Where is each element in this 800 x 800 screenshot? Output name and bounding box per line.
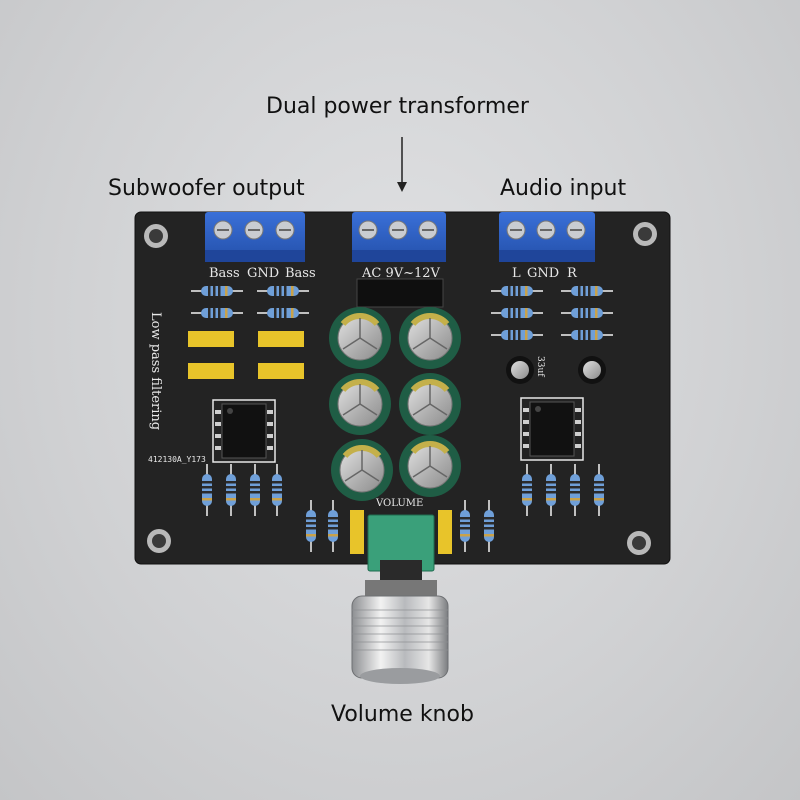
resistor [522, 464, 532, 516]
resistor [561, 286, 613, 296]
small-capacitors [506, 356, 606, 384]
volume-potentiometer [367, 514, 435, 584]
silk-gnd-left: GND [247, 266, 279, 281]
resistor [226, 464, 236, 516]
resistor [460, 500, 470, 552]
silk-bass-right: Bass [285, 266, 316, 281]
capacitor [329, 307, 391, 369]
resistor [257, 286, 309, 296]
capacitor [399, 435, 461, 497]
silk-ac-label: AC 9V~12V [361, 266, 441, 281]
resistor [561, 308, 613, 318]
silk-board-id: 412130A_Y173 [148, 455, 206, 464]
silk-low-pass: Low pass filtering [148, 312, 163, 430]
silk-gnd-right: GND [527, 266, 559, 281]
volume-knob [351, 580, 449, 684]
resistor [546, 464, 556, 516]
resistor [250, 464, 260, 516]
label-audio-input: Audio input [500, 176, 627, 201]
resistor [191, 308, 243, 318]
resistor [257, 308, 309, 318]
terminal-ac-power [352, 212, 446, 262]
silk-r: R [567, 266, 578, 281]
resistor [484, 500, 494, 552]
mounting-holes [144, 222, 657, 555]
terminal-audio-input [499, 212, 595, 262]
silk-cap-value: 33uf [535, 356, 545, 377]
capacitor [331, 439, 393, 501]
resistor [306, 500, 316, 552]
resistor [491, 286, 543, 296]
opamp-left [212, 399, 276, 463]
opamp-right [520, 397, 584, 461]
transformer-arrow [397, 137, 407, 192]
resistor [328, 500, 338, 552]
silk-l: L [512, 266, 521, 281]
pcb-board [134, 211, 671, 565]
resistor [202, 464, 212, 516]
capacitor [399, 307, 461, 369]
capacitor [329, 373, 391, 435]
resistor [570, 464, 580, 516]
electrolytic-capacitors [329, 307, 461, 501]
terminal-subwoofer [205, 212, 305, 262]
label-volume-knob: Volume knob [331, 702, 474, 727]
capacitor [399, 373, 461, 435]
label-transformer: Dual power transformer [266, 94, 529, 119]
resistors-horizontal [191, 286, 613, 340]
silk-bass-left: Bass [209, 266, 240, 281]
label-subwoofer: Subwoofer output [108, 176, 305, 201]
resistor [491, 308, 543, 318]
film-capacitors [188, 331, 452, 554]
resistor [594, 464, 604, 516]
resistor [272, 464, 282, 516]
resistor [191, 286, 243, 296]
resistor [561, 330, 613, 340]
silk-volume: VOLUME [375, 498, 423, 509]
resistors-vertical [202, 464, 604, 552]
regulator-chip [356, 278, 444, 308]
resistor [491, 330, 543, 340]
